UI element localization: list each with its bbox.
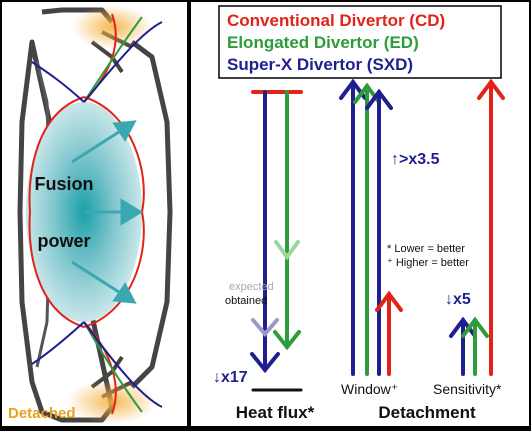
heat-flux-ed-expected-head <box>274 240 300 261</box>
heat-flux-label: Heat flux* <box>236 403 315 422</box>
sensitivity-factor: ↓x5 <box>445 291 471 308</box>
window-arrows <box>339 78 403 376</box>
detachment-label: Detachment <box>378 403 476 422</box>
power-label: power <box>37 231 90 251</box>
legend-cd: Conventional Divertor (CD) <box>227 11 445 30</box>
tokamak-diagram: Fusion power Detached <box>8 5 173 424</box>
obtained-label: obtained <box>225 295 267 307</box>
upper-detached-glow <box>72 5 152 49</box>
heat-flux-sxd-expected-head <box>251 318 279 338</box>
lower-detached-glow <box>67 380 157 424</box>
sensitivity-label: Sensitivity* <box>433 381 502 397</box>
heat-flux-ed-obtained-head <box>273 330 301 351</box>
window-factor: ↑>x3.5 <box>391 151 440 168</box>
heat-flux-arrows <box>250 90 303 392</box>
window-label: Window⁺ <box>341 381 398 397</box>
legend-sxd: Super-X Divertor (SXD) <box>227 55 413 74</box>
detached-label: Detached <box>8 405 76 422</box>
divertor-comparison-diagram: Conventional Divertor (CD) Elongated Div… <box>213 5 505 422</box>
heat-flux-factor: ↓x17 <box>213 369 248 386</box>
heat-flux-sxd-obtained-head <box>250 352 280 374</box>
legend-ed: Elongated Divertor (ED) <box>227 33 419 52</box>
lower-better-note: * Lower = better <box>387 243 465 255</box>
sensitivity-arrows <box>449 78 505 376</box>
tokamak-cross-section-panel: Fusion power Detached <box>2 2 187 426</box>
divertor-comparison-panel: Conventional Divertor (CD) Elongated Div… <box>191 2 529 426</box>
fusion-label: Fusion <box>35 174 94 194</box>
expected-label: expected <box>229 281 274 293</box>
power-flow-arrows <box>71 120 143 304</box>
higher-better-note: ⁺ Higher = better <box>387 257 469 269</box>
legend-box <box>218 5 502 79</box>
